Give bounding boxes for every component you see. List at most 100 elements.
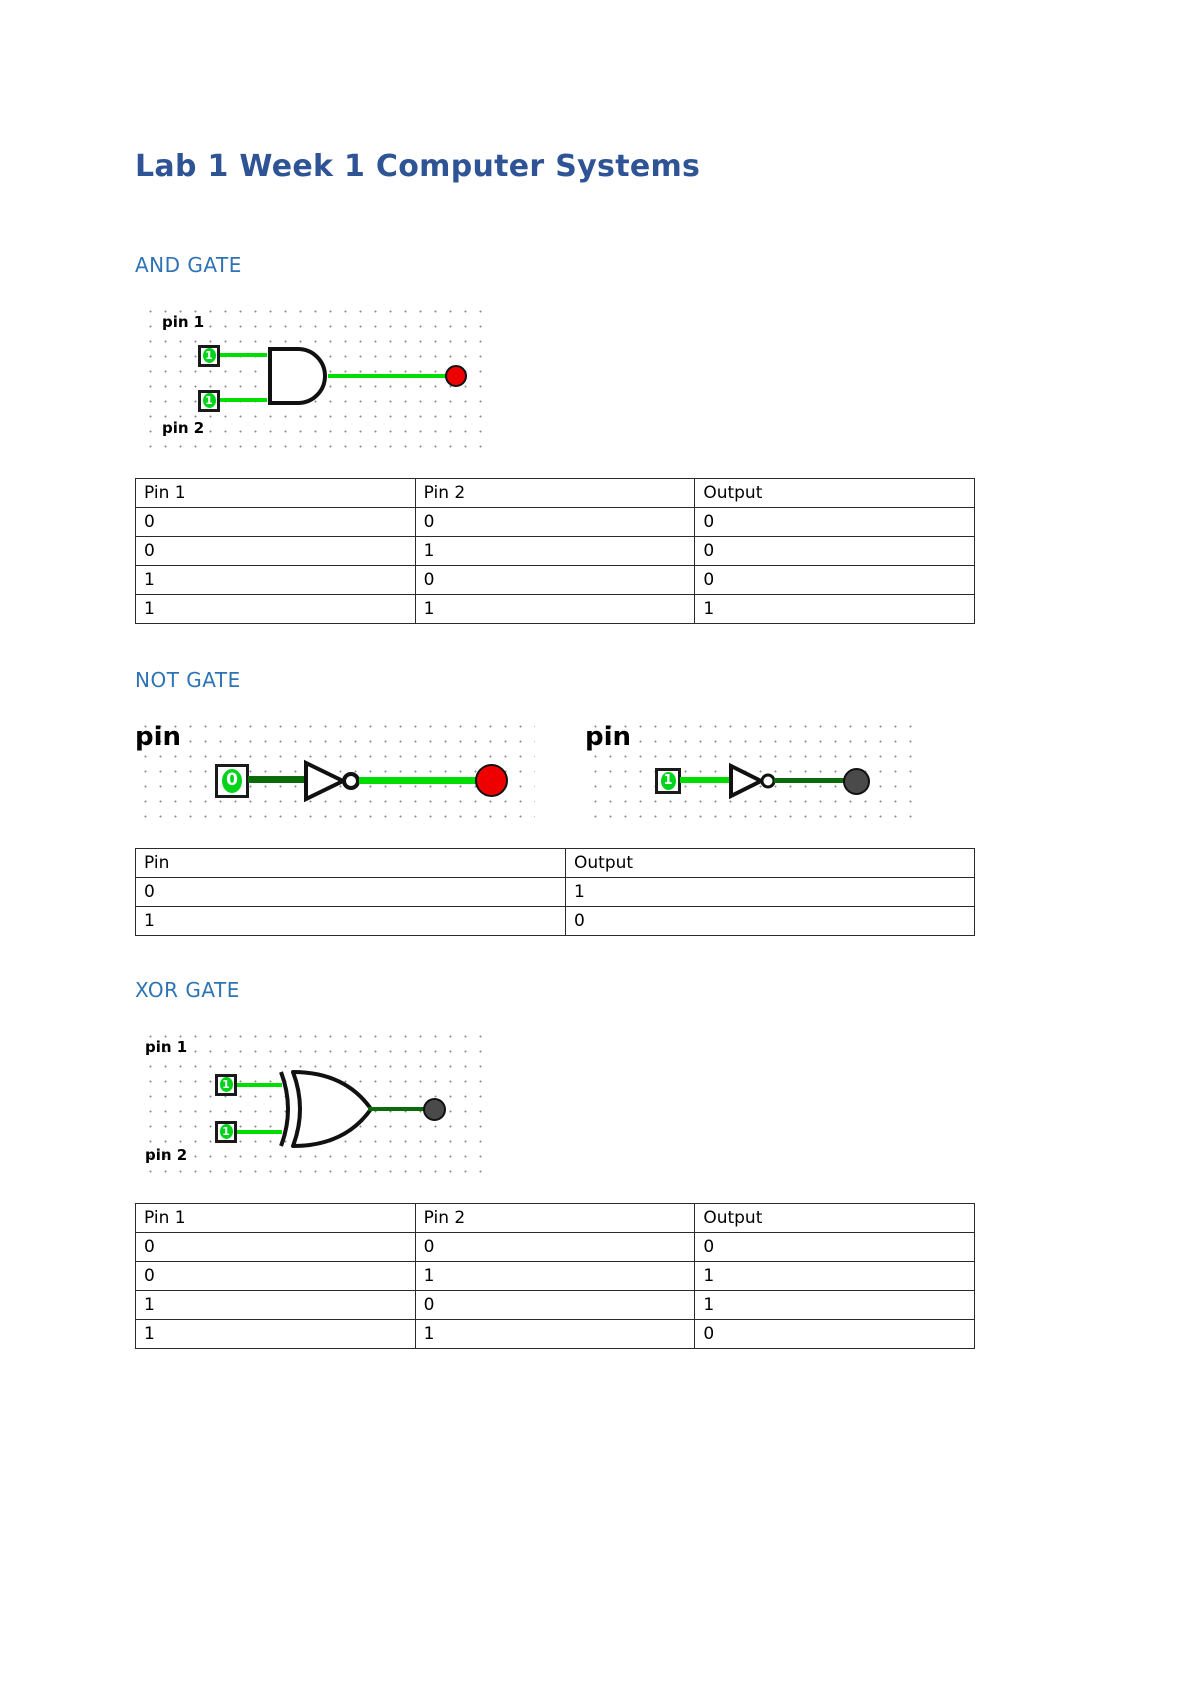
table-row: 1 0 1 bbox=[135, 1289, 975, 1320]
cell-output: 1 bbox=[694, 1289, 975, 1320]
cell-pin2: 0 bbox=[414, 1289, 696, 1320]
xor-gate-symbol bbox=[279, 1069, 373, 1148]
xor-output-led[interactable] bbox=[423, 1097, 446, 1121]
cell-output: 1 bbox=[565, 876, 975, 907]
section-not-gate: NOT GATE pin 0 pin 1 bbox=[135, 668, 1065, 936]
and-gate-circuit-diagram: pin 1 pin 2 1 1 bbox=[140, 300, 490, 456]
cell-pin1: 1 bbox=[135, 564, 416, 595]
xor-gate-circuit-diagram: pin 1 pin 2 1 1 bbox=[140, 1025, 485, 1181]
and-output-led[interactable] bbox=[445, 364, 467, 387]
xor-pin1-label: pin 1 bbox=[145, 1037, 188, 1056]
not-gate-circuits-row: pin 0 pin 1 bbox=[135, 715, 1065, 826]
and-input1-wire bbox=[220, 352, 267, 357]
cell-output: 1 bbox=[694, 1260, 975, 1291]
table-header-row: Pin 1 Pin 2 Output bbox=[135, 1202, 975, 1233]
table-row: 1 0 bbox=[135, 905, 975, 936]
and-pin2-value: 1 bbox=[202, 393, 216, 408]
not-gate-circuit-diagram-2: pin 1 bbox=[585, 715, 915, 826]
cell-pin: 1 bbox=[135, 905, 566, 936]
not1-gate-symbol bbox=[304, 759, 360, 802]
table-header-row: Pin 1 Pin 2 Output bbox=[135, 477, 975, 508]
column-header-output: Output bbox=[565, 847, 975, 878]
section-heading-and: AND GATE bbox=[135, 252, 242, 277]
cell-output: 0 bbox=[694, 535, 975, 566]
xor-input1-wire bbox=[237, 1082, 282, 1087]
table-row: 0 1 1 bbox=[135, 1260, 975, 1291]
and-output-wire bbox=[328, 373, 451, 378]
cell-pin1: 0 bbox=[135, 1260, 416, 1291]
and-gate-symbol bbox=[268, 346, 327, 405]
cell-pin1: 1 bbox=[135, 1318, 416, 1349]
and-pin2-input[interactable]: 1 bbox=[198, 389, 220, 412]
cell-output: 0 bbox=[694, 564, 975, 595]
cell-output: 0 bbox=[694, 1231, 975, 1262]
xor-pin1-input[interactable]: 1 bbox=[215, 1073, 237, 1096]
not1-pin-value: 0 bbox=[222, 768, 242, 793]
table-row: 0 1 0 bbox=[135, 535, 975, 566]
and-pin1-input[interactable]: 1 bbox=[198, 344, 220, 367]
table-row: 0 1 bbox=[135, 876, 975, 907]
not2-pin-value: 1 bbox=[660, 771, 676, 790]
column-header-output: Output bbox=[694, 1202, 975, 1233]
section-xor-gate: XOR GATE pin 1 pin 2 1 1 Pin 1 bbox=[135, 978, 1065, 1349]
table-row: 0 0 0 bbox=[135, 1231, 975, 1262]
column-header-pin1: Pin 1 bbox=[135, 477, 416, 508]
not1-output-wire bbox=[359, 776, 483, 784]
cell-output: 0 bbox=[694, 1318, 975, 1349]
cell-pin1: 1 bbox=[135, 1289, 416, 1320]
section-heading-xor: XOR GATE bbox=[135, 977, 240, 1002]
column-header-pin1: Pin 1 bbox=[135, 1202, 416, 1233]
cell-pin: 0 bbox=[135, 876, 566, 907]
not2-input-wire bbox=[680, 776, 733, 783]
not1-input-wire bbox=[248, 775, 309, 783]
and-truth-table: Pin 1 Pin 2 Output 0 0 0 0 1 0 1 bbox=[135, 477, 975, 624]
cell-output: 1 bbox=[694, 593, 975, 624]
not-gate-circuit-diagram-1: pin 0 bbox=[135, 715, 535, 826]
not2-gate-symbol bbox=[729, 762, 776, 799]
xor-pin1-value: 1 bbox=[219, 1077, 233, 1092]
not1-pin-input[interactable]: 0 bbox=[215, 763, 249, 798]
xor-truth-table: Pin 1 Pin 2 Output 0 0 0 0 1 1 1 bbox=[135, 1202, 975, 1349]
not2-output-wire bbox=[774, 777, 852, 783]
cell-pin1: 0 bbox=[135, 1231, 416, 1262]
xor-output-wire bbox=[368, 1106, 430, 1111]
cell-pin1: 1 bbox=[135, 593, 416, 624]
and-input2-wire bbox=[220, 397, 267, 402]
not2-pin-input[interactable]: 1 bbox=[655, 767, 681, 794]
xor-input2-wire bbox=[237, 1129, 282, 1134]
table-row: 1 1 0 bbox=[135, 1318, 975, 1349]
page-title: Lab 1 Week 1 Computer Systems bbox=[135, 149, 701, 184]
cell-pin2: 1 bbox=[414, 535, 696, 566]
cell-pin2: 0 bbox=[414, 564, 696, 595]
xor-pin2-label: pin 2 bbox=[145, 1145, 188, 1164]
cell-output: 0 bbox=[694, 506, 975, 537]
and-pin1-value: 1 bbox=[202, 348, 216, 363]
not1-output-led[interactable] bbox=[475, 763, 508, 797]
cell-pin1: 0 bbox=[135, 506, 416, 537]
not2-output-led[interactable] bbox=[843, 767, 870, 795]
table-row: 1 1 1 bbox=[135, 593, 975, 624]
cell-pin2: 1 bbox=[414, 1318, 696, 1349]
xor-pin2-value: 1 bbox=[219, 1124, 233, 1139]
cell-pin2: 1 bbox=[414, 593, 696, 624]
section-heading-not: NOT GATE bbox=[135, 667, 241, 692]
cell-pin2: 1 bbox=[414, 1260, 696, 1291]
column-header-pin: Pin bbox=[135, 847, 566, 878]
xor-pin2-input[interactable]: 1 bbox=[215, 1120, 237, 1143]
and-pin1-label: pin 1 bbox=[162, 312, 205, 331]
section-and-gate: AND GATE pin 1 pin 2 1 1 Pin 1 Pin 2 bbox=[135, 253, 1065, 624]
table-row: 0 0 0 bbox=[135, 506, 975, 537]
cell-output: 0 bbox=[565, 905, 975, 936]
cell-pin2: 0 bbox=[414, 506, 696, 537]
and-pin2-label: pin 2 bbox=[162, 418, 205, 437]
cell-pin2: 0 bbox=[414, 1231, 696, 1262]
table-row: 1 0 0 bbox=[135, 564, 975, 595]
not-truth-table: Pin Output 0 1 1 0 bbox=[135, 847, 975, 936]
column-header-pin2: Pin 2 bbox=[414, 477, 696, 508]
column-header-output: Output bbox=[694, 477, 975, 508]
column-header-pin2: Pin 2 bbox=[414, 1202, 696, 1233]
cell-pin1: 0 bbox=[135, 535, 416, 566]
table-header-row: Pin Output bbox=[135, 847, 975, 878]
not1-pin-label: pin bbox=[135, 721, 182, 752]
